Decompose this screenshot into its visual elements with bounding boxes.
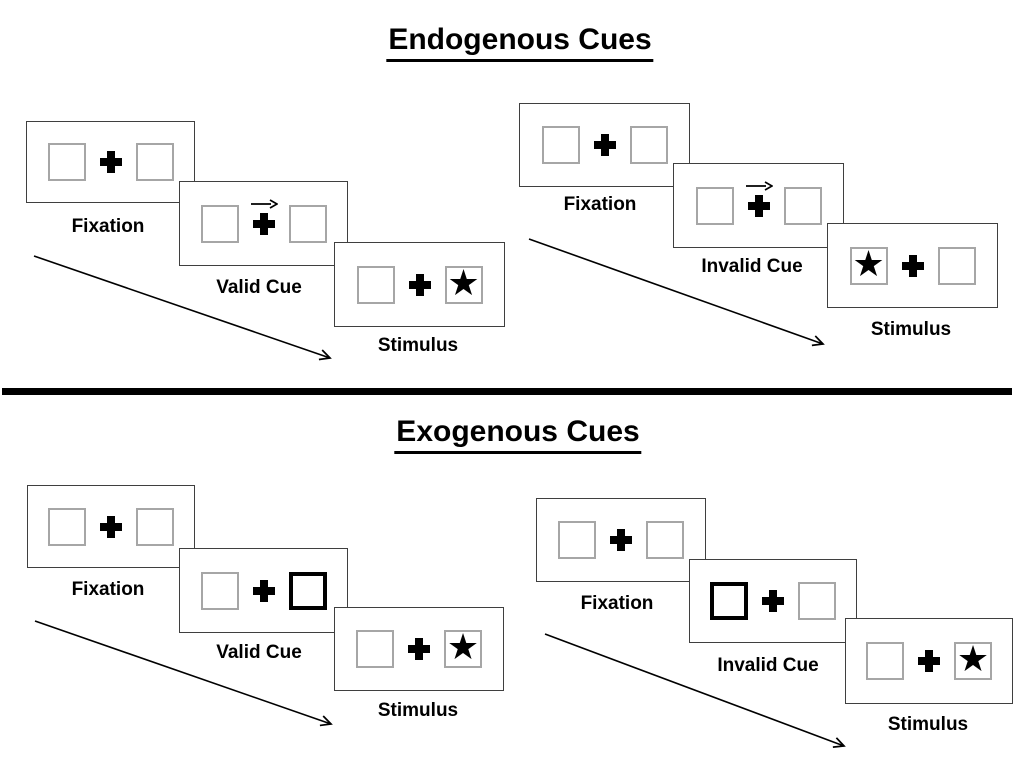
placeholder-box-right [798, 582, 836, 620]
exogenous-valid-cue-label: Valid Cue [216, 642, 302, 663]
endogenous-valid-stimulus-panel: ★ [334, 242, 505, 327]
placeholder-box-right [783, 186, 822, 225]
placeholder-box-right [629, 126, 668, 164]
brightened-cue-box [710, 582, 748, 620]
fixation-cross-icon [408, 638, 430, 660]
placeholder-box-left [48, 507, 86, 546]
endogenous-valid-fixation-label: Fixation [71, 216, 145, 237]
section-divider-line [2, 388, 1012, 395]
brightened-cue-box [288, 571, 327, 610]
placeholder-box-left [356, 630, 394, 668]
exogenous-invalid-timeline-arrow [544, 633, 846, 749]
fixation-cross-icon [99, 151, 122, 173]
fixation-cross-icon [408, 273, 431, 296]
placeholder-box-left [200, 204, 239, 243]
exogenous-title-text: Exogenous Cues [394, 414, 642, 454]
fixation-cross-icon [593, 134, 616, 156]
endogenous-invalid-fixation-label: Fixation [563, 194, 637, 215]
star-icon: ★ [852, 243, 885, 285]
endogenous-valid-stimulus-label: Stimulus [377, 335, 459, 356]
target-star-box: ★ [444, 262, 483, 304]
endogenous-invalid-fixation-panel [519, 103, 690, 187]
placeholder-box-left [356, 265, 395, 304]
placeholder-box-left [200, 571, 239, 610]
fixation-cross-icon [100, 515, 122, 538]
endogenous-valid-timeline-arrow [33, 255, 332, 361]
right-arrow-icon [745, 180, 773, 191]
placeholder-box-right [135, 143, 174, 181]
exogenous-valid-stimulus-label: Stimulus [377, 700, 459, 721]
fixation-cross-icon [610, 529, 632, 551]
central-cue-cluster [745, 180, 773, 217]
placeholder-box-left [695, 186, 734, 225]
exogenous-invalid-cue-panel [689, 559, 857, 643]
exogenous-section-title: Exogenous Cues [394, 414, 642, 454]
endogenous-invalid-timeline-arrow [528, 238, 825, 347]
exogenous-valid-cue-panel [179, 548, 348, 633]
endogenous-title-text: Endogenous Cues [386, 22, 654, 62]
exogenous-invalid-stimulus-panel: ★ [845, 618, 1013, 704]
exogenous-valid-timeline-arrow [34, 620, 333, 727]
target-star-box: ★ [954, 642, 992, 680]
placeholder-box-left [866, 642, 904, 680]
target-star-box: ★ [444, 630, 482, 668]
endogenous-valid-fixation-panel [26, 121, 195, 203]
fixation-cross-icon [918, 650, 940, 672]
placeholder-box-right [937, 246, 976, 285]
endogenous-invalid-stimulus-panel: ★ [827, 223, 998, 308]
right-arrow-icon [250, 198, 278, 209]
endogenous-valid-cue-panel [179, 181, 348, 266]
fixation-cross-icon [762, 590, 784, 612]
fixation-cross-icon [252, 212, 275, 235]
fixation-cross-icon [252, 579, 275, 602]
central-cue-cluster [250, 198, 278, 235]
placeholder-box-left [558, 521, 596, 559]
fixation-cross-icon [747, 194, 770, 217]
placeholder-box-left [47, 143, 86, 181]
endogenous-invalid-cue-label: Invalid Cue [701, 256, 803, 277]
placeholder-box-right [646, 521, 684, 559]
fixation-cross-icon [901, 254, 924, 277]
exogenous-invalid-fixation-label: Fixation [580, 593, 654, 614]
exogenous-valid-stimulus-panel: ★ [334, 607, 504, 691]
star-icon: ★ [447, 262, 480, 304]
exogenous-invalid-cue-label: Invalid Cue [717, 655, 819, 676]
exogenous-invalid-fixation-panel [536, 498, 706, 582]
star-icon: ★ [446, 627, 480, 668]
endogenous-section-title: Endogenous Cues [386, 22, 654, 62]
star-icon: ★ [956, 639, 990, 680]
exogenous-valid-fixation-panel [27, 485, 195, 568]
endogenous-invalid-cue-panel [673, 163, 844, 248]
exogenous-invalid-stimulus-label: Stimulus [887, 714, 969, 735]
endogenous-invalid-stimulus-label: Stimulus [870, 319, 952, 340]
endogenous-valid-cue-label: Valid Cue [216, 277, 302, 298]
placeholder-box-left [541, 126, 580, 164]
exogenous-valid-fixation-label: Fixation [71, 579, 145, 600]
placeholder-box-right [136, 507, 174, 546]
placeholder-box-right [288, 204, 327, 243]
target-star-box: ★ [849, 243, 888, 285]
